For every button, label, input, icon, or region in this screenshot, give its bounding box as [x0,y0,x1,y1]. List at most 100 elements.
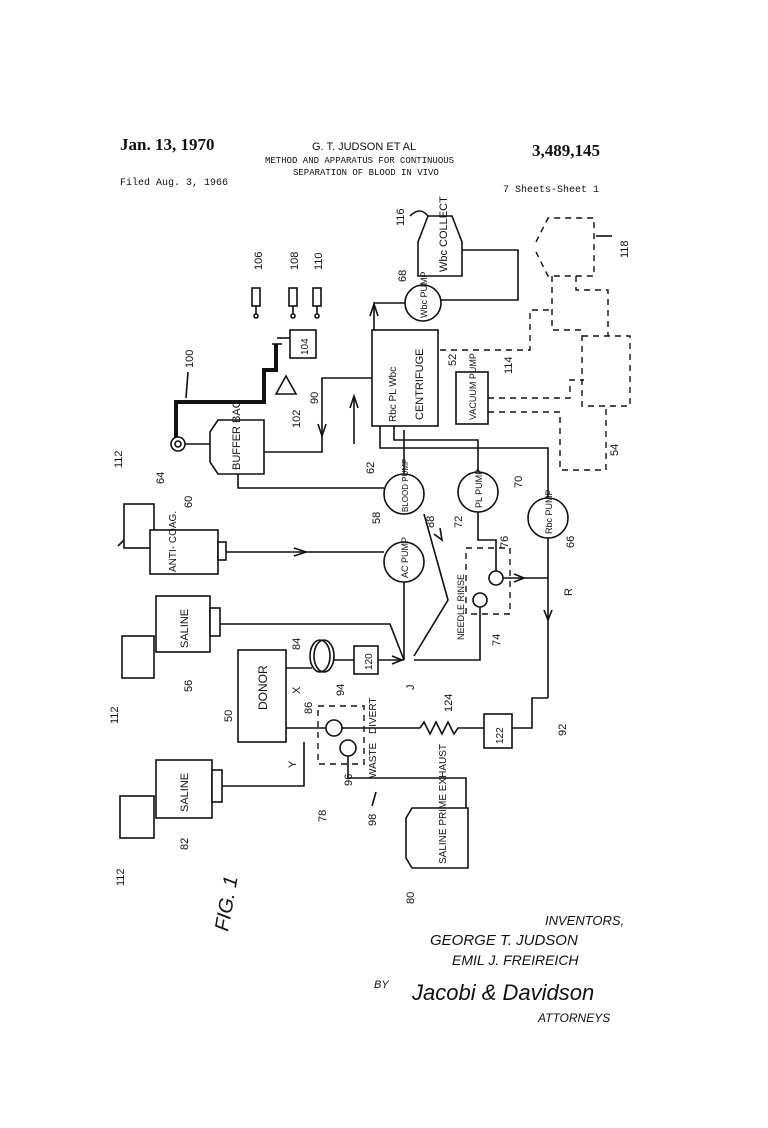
ref-92: 92 [557,724,569,736]
valve-96-icon [340,740,356,756]
box-104-label: 104 [300,338,311,355]
ref-112-b: 112 [109,706,121,724]
valve-76-icon [489,571,503,585]
box-122-label: 122 [495,727,506,744]
clamp-102-icon [276,376,296,394]
saline-prime-exhaust-label: SALINE PRIME EXHAUST [438,744,449,864]
anti-coag-label: ANTI- COAG. [168,511,179,572]
buffer-bag-label: BUFFER BAG [231,400,243,470]
figure-label: FIG. 1 [211,874,242,933]
ref-74: 74 [491,634,503,646]
ref-108: 108 [289,252,301,270]
ref-110: 110 [313,252,325,270]
ref-50: 50 [223,710,235,722]
solenoid-110-icon [313,288,321,318]
waste-label: WASTE [368,742,379,778]
ref-112-c: 112 [115,868,127,886]
inventor-name-2: EMIL J. FREIREICH [452,952,579,968]
saline-lower-container: SALINE [156,760,222,818]
ref-90: 90 [309,392,321,404]
saline-prime-exhaust-container: SALINE PRIME EXHAUST [406,744,468,868]
solenoid-106-icon [252,288,260,318]
ref-76: 76 [499,536,511,548]
buffer-bag: BUFFER BAG [210,400,264,474]
dashed-valve-block-74-76 [466,548,510,614]
ref-58: 58 [371,512,383,524]
pl-pump-label: PL PUMP [474,469,484,508]
ref-64: 64 [155,472,167,484]
ref-68: 68 [397,270,409,282]
bottle-112-a [118,504,154,548]
ref-66: 66 [565,536,577,548]
coil-84-icon [310,640,334,672]
ref-80: 80 [405,892,417,904]
centrifuge: CENTRIFUGE Rbc PL Wbc [372,330,438,426]
attorney-signature: Jacobi & Davidson [411,980,594,1005]
dashed-unit-54 [582,336,630,406]
ref-112-a: 112 [113,450,125,468]
ref-100: 100 [184,350,196,368]
saline-lower-label: SALINE [179,773,191,812]
ref-124: 124 [443,694,455,712]
ref-96: 96 [343,774,355,786]
box-122: 122 [484,714,512,748]
ref-82: 82 [179,838,191,850]
valve-94-icon [326,720,342,736]
box-120: 120 [354,646,378,674]
ref-84: 84 [291,638,303,650]
ref-114: 114 [503,356,515,374]
line-label-j: J [405,685,417,691]
ref-102: 102 [291,410,303,428]
saline-upper-container: SALINE [156,596,220,652]
solenoid-108-icon [289,288,297,318]
ref-62: 62 [365,462,377,474]
dashed-valve-block-78 [318,706,364,764]
ref-60: 60 [183,496,195,508]
attorneys-role: ATTORNEYS [537,1011,610,1025]
anti-coag-container: ANTI- COAG. [150,511,226,574]
by-label: BY [374,979,389,991]
wbc-pump: Wbc PUMP [405,271,441,321]
ref-56: 56 [183,680,195,692]
inventors-heading: INVENTORS, [545,913,624,928]
valve-74-icon [473,593,487,607]
ac-pump-label: AC PUMP [400,537,410,578]
saline-upper-label: SALINE [179,609,191,648]
centrifuge-label: CENTRIFUGE [414,349,426,421]
donor-box: DONOR [238,650,286,742]
pl-pump: PL PUMP [458,469,498,512]
box-104: 104 [290,330,316,358]
ref-116: 116 [395,208,407,226]
ref-52: 52 [447,354,459,366]
vacuum-pump-label: VACUUM PUMP [468,353,478,420]
wbc-collect-container: Wbc COLLECT [418,196,462,276]
line-label-x: X [291,686,303,694]
needle-rinse-label: NEEDLE RINSE [456,574,466,640]
valve-64-icon [171,437,185,451]
ref-106: 106 [253,252,265,270]
wbc-collect-label: Wbc COLLECT [438,196,450,272]
ref-78: 78 [317,810,329,822]
ref-118: 118 [619,240,631,258]
donor-label: DONOR [256,665,270,710]
ref-70: 70 [513,476,525,488]
vacuum-pump: VACUUM PUMP [456,353,488,424]
ref-86: 86 [303,702,315,714]
bottle-112-c [120,796,154,838]
centrifuge-ports-label: Rbc PL Wbc [388,367,399,422]
blood-pump-label: BLOOD PUMP [401,459,410,512]
box-120-label: 120 [364,653,375,670]
rbc-pump-label: Rbc PUMP [544,489,554,534]
ref-94: 94 [335,684,347,696]
inventor-name-1: GEORGE T. JUDSON [430,932,578,949]
bottle-112-b [122,636,154,678]
ref-98: 98 [367,814,379,826]
ref-54: 54 [609,444,621,456]
ac-pump: AC PUMP [384,537,424,582]
dashed-collection-unit [536,218,594,276]
line-label-y: Y [287,760,299,768]
ref-72: 72 [453,516,465,528]
line-label-r: R [563,588,575,596]
wbc-pump-label: Wbc PUMP [419,271,429,318]
